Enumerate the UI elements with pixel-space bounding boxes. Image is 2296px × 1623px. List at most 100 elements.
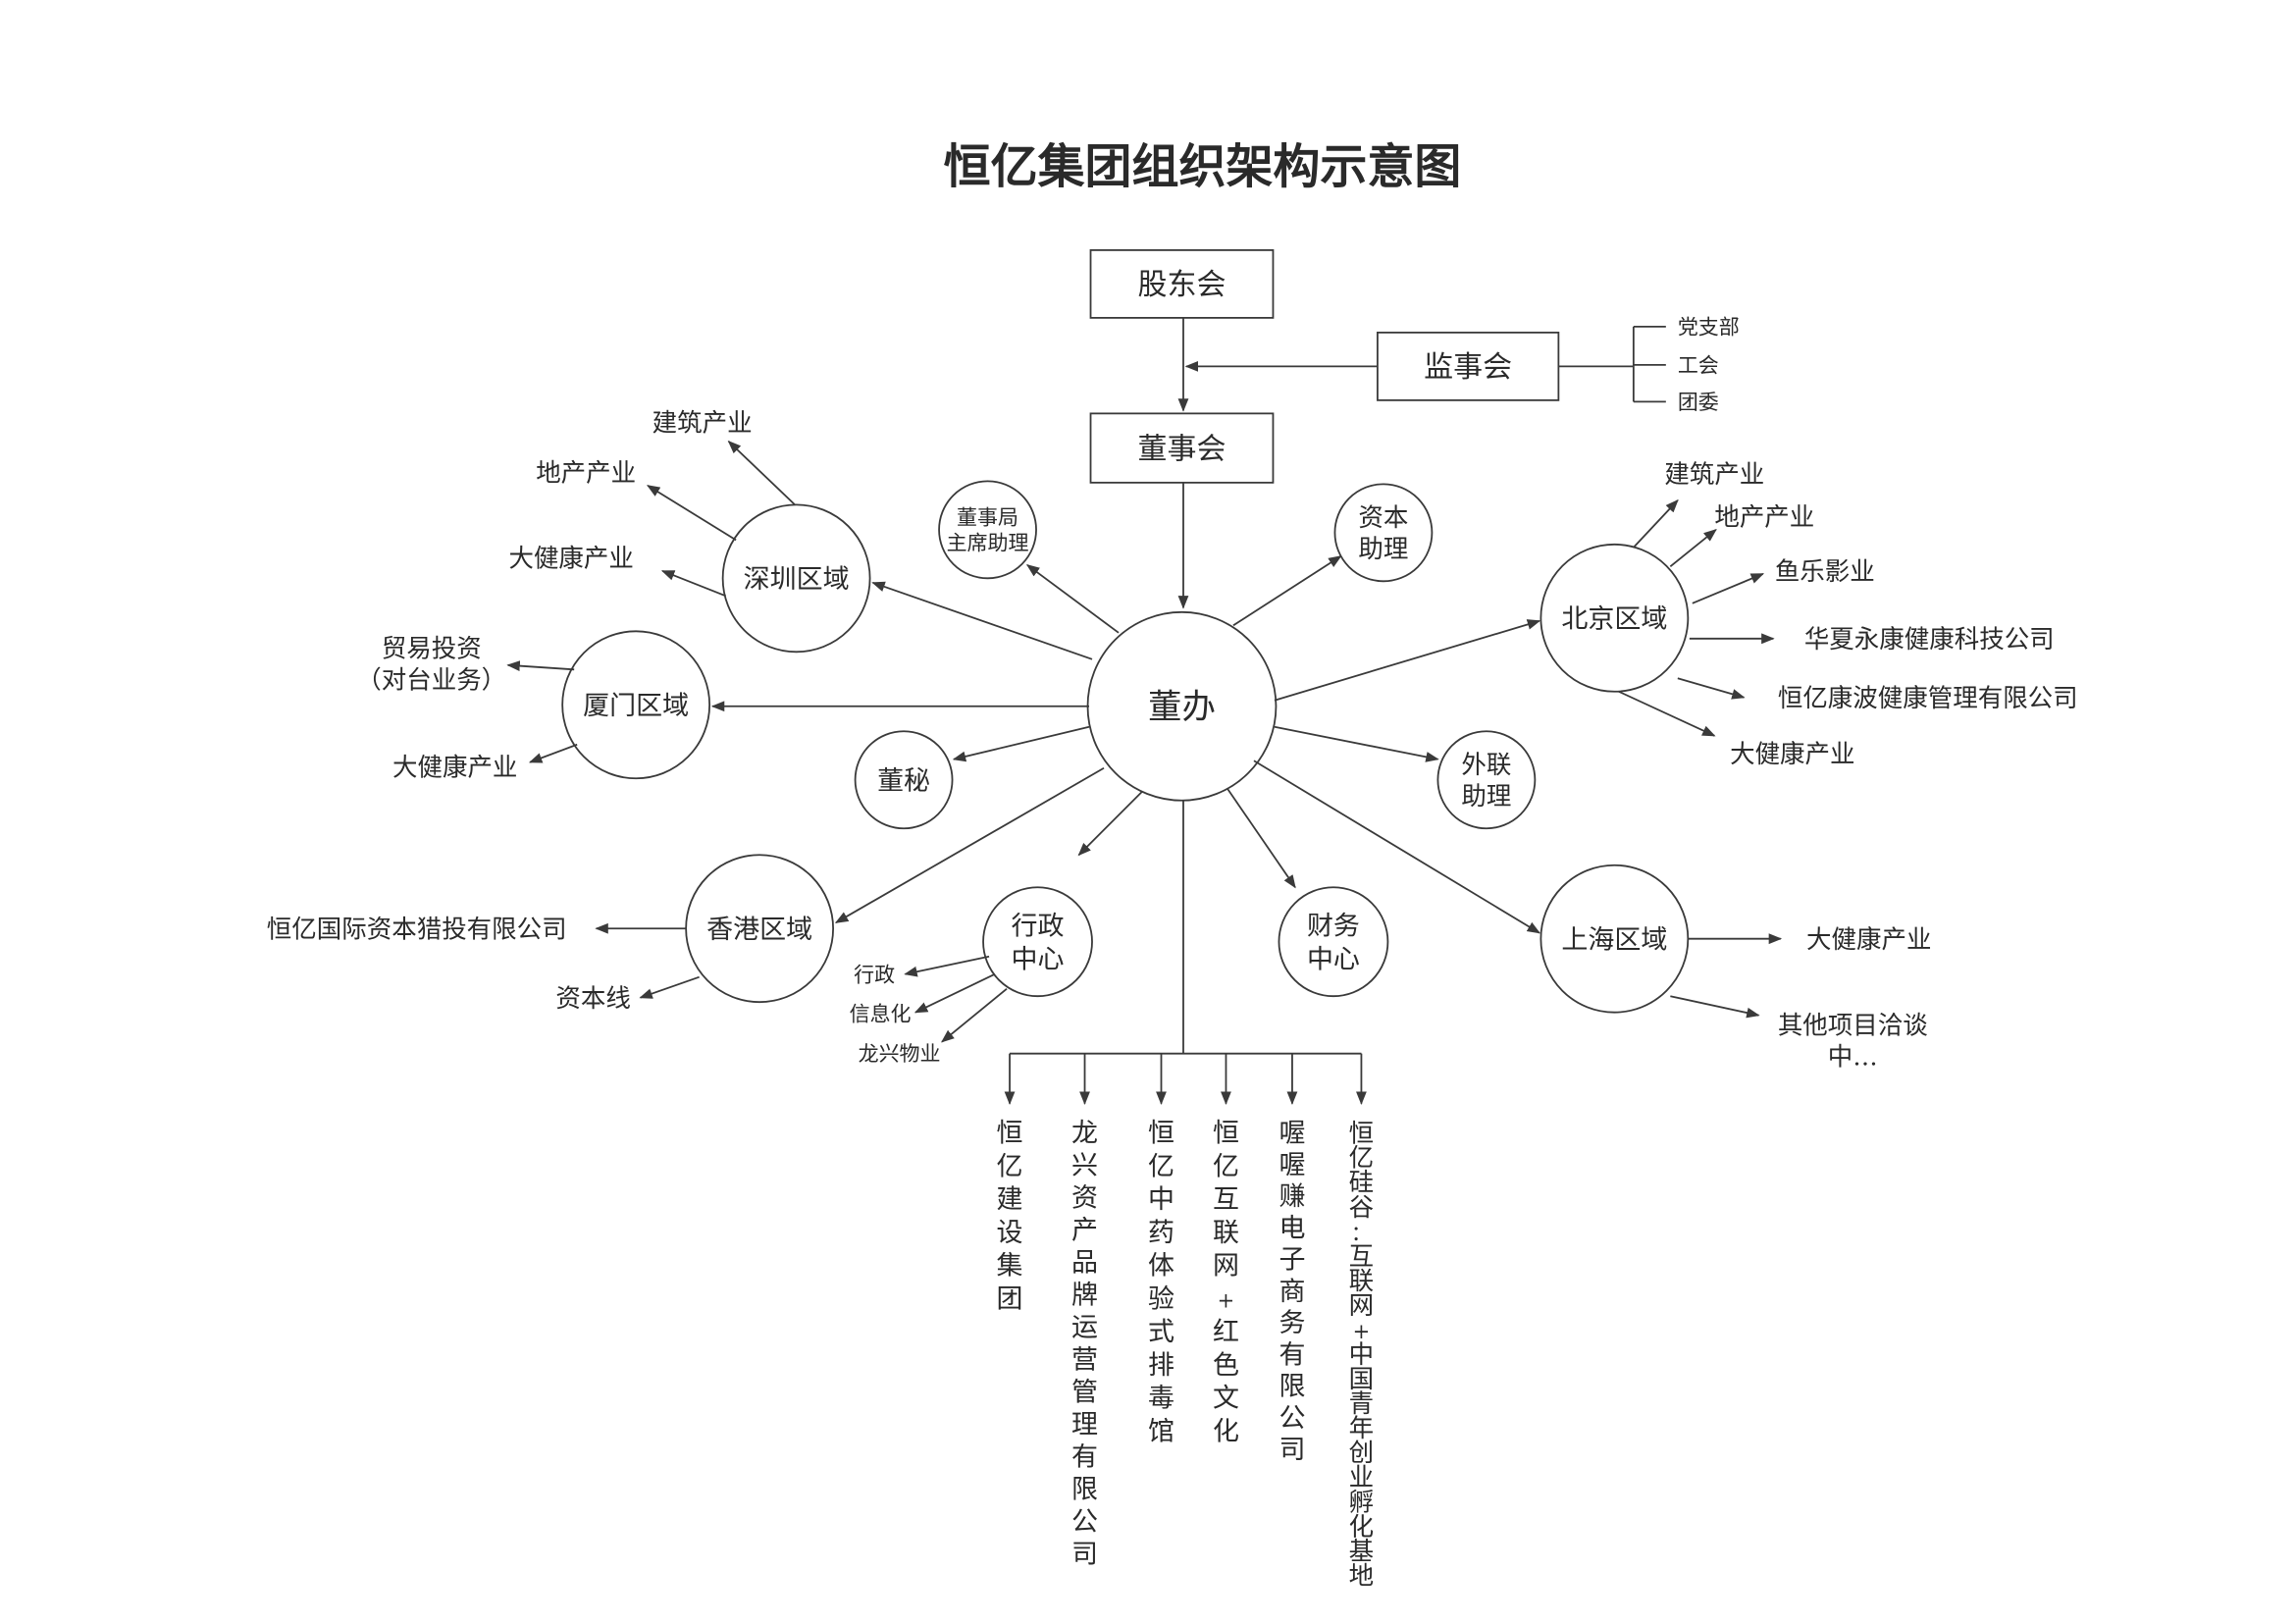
leaf-label-admin-center: 龙兴物业 [859, 1042, 941, 1066]
subsidiary-label: 中 [1148, 1184, 1174, 1215]
arrow-leaf [647, 485, 737, 542]
arrow-leaf [528, 743, 578, 763]
subsidiary-label: 中 [1349, 1340, 1374, 1370]
subsidiary-label: 子 [1278, 1245, 1305, 1276]
node-admin-center [982, 886, 1093, 998]
leaf-label-hongkong: 资本线 [555, 984, 630, 1014]
arrow-to-liaison-assistant [1274, 725, 1439, 762]
subsidiary-label: 互 [1213, 1184, 1239, 1215]
leaf-label-beijing: 恒亿康波健康管理有限公司 [1778, 684, 2078, 713]
chart-title: 恒亿集团组织架构示意图 [944, 139, 1462, 194]
subsidiary-label: 集 [997, 1251, 1023, 1282]
arrow-leaf [506, 660, 575, 671]
subsidiary-label: 商 [1278, 1277, 1305, 1307]
node-label-chairman-assistant: 董事局 [957, 505, 1018, 529]
subsidiary-label: 联 [1349, 1267, 1374, 1296]
subsidiary-label: 团 [997, 1283, 1023, 1314]
supervisor-branch: 工会 [1678, 353, 1719, 377]
node-label-liaison-assistant: 外联 [1461, 751, 1511, 780]
arrow-leaf [639, 975, 700, 999]
subsidiary-label: 龙 [1071, 1119, 1098, 1149]
leaf-label-xiamen: 大健康产业 [392, 753, 517, 782]
subsidiary-label: 亿 [1213, 1151, 1239, 1181]
leaf-label-admin-center: 信息化 [850, 1003, 912, 1026]
arrow-leaf [1618, 690, 1716, 737]
subsidiary-label: 建 [997, 1184, 1023, 1215]
leaf-label-shenzhen: 建筑产业 [652, 409, 753, 439]
node-label-finance-center: 中心 [1307, 944, 1360, 974]
node-label-capital-assistant: 助理 [1358, 535, 1408, 564]
subsidiary-label: + [1353, 1320, 1371, 1343]
box-label-board: 董事会 [1138, 432, 1226, 466]
leaf-label-beijing: 地产产业 [1714, 503, 1814, 533]
leaf-label-xiamen: （对台业务） [356, 665, 506, 695]
box-supervisors [1377, 331, 1560, 401]
subsidiary-label: 理 [1071, 1410, 1098, 1440]
arrow-to-shenzhen [871, 581, 1093, 660]
supervisor-branch: 党支部 [1678, 315, 1740, 339]
subsidiary-label: 运 [1071, 1313, 1098, 1343]
subsidiary-label: 化 [1213, 1416, 1239, 1446]
leaf-label-shenzhen: 地产产业 [536, 459, 636, 489]
arrow-to-shanghai [1253, 759, 1541, 934]
arrow-leaf [1669, 528, 1717, 568]
subsidiary-label: 化 [1349, 1512, 1374, 1542]
subsidiary-label: + [1218, 1288, 1235, 1312]
node-finance-center [1278, 886, 1389, 998]
arrow-leaf [913, 972, 996, 1014]
subsidiary-label: 毒 [1148, 1384, 1174, 1414]
subsidiary-label: 电 [1278, 1213, 1305, 1243]
arrow-to-admin-center [1077, 791, 1143, 857]
center-label: 董办 [1148, 688, 1216, 727]
node-secretary [854, 730, 954, 830]
leaf-label-shanghai: 中… [1828, 1042, 1878, 1072]
subsidiary-label: 恒 [1213, 1119, 1239, 1149]
subsidiary-label: 公 [1071, 1507, 1098, 1538]
subsidiary-label: 色 [1213, 1350, 1239, 1381]
node-label-hongkong: 香港区域 [706, 915, 812, 945]
subsidiary-label: 馆 [1148, 1416, 1174, 1446]
subsidiary-label: 亿 [1349, 1144, 1374, 1174]
subsidiary-label: 青 [1349, 1389, 1374, 1419]
leaf-label-hongkong: 恒亿国际资本猎投有限公司 [267, 915, 567, 944]
subsidiary-label: 赚 [1278, 1181, 1305, 1212]
arrow-leaf [941, 987, 1008, 1043]
leaf-label-shanghai: 其他项目洽谈 [1778, 1011, 1928, 1040]
subsidiary-label: 兴 [1071, 1151, 1098, 1181]
leaf-label-beijing: 大健康产业 [1730, 740, 1854, 769]
subsidiary-label: 联 [1213, 1218, 1239, 1248]
leaf-label-xiamen: 贸易投资 [382, 635, 482, 664]
subsidiary-label: 设 [997, 1218, 1023, 1248]
node-chairman-assistant [938, 480, 1037, 580]
node-label-capital-assistant: 资本 [1358, 503, 1408, 533]
subsidiary-label: 网 [1349, 1291, 1374, 1321]
arrow-to-capital-assistant [1232, 555, 1342, 627]
arrow-leaf [904, 955, 990, 977]
arrow-leaf [1692, 572, 1765, 604]
subsidiary-label: 恒 [997, 1119, 1023, 1149]
node-liaison-assistant [1436, 730, 1537, 830]
subsidiary-label: 文 [1213, 1384, 1239, 1414]
supervisor-branch: 团委 [1678, 391, 1719, 414]
subsidiary-label: 式 [1148, 1317, 1174, 1347]
subsidiary-label: 司 [1071, 1540, 1098, 1570]
subsidiary-label: 互 [1349, 1242, 1374, 1272]
subsidiary-label: 司 [1278, 1435, 1305, 1465]
arrow-to-chairman-assistant [1025, 564, 1120, 634]
node-label-chairman-assistant: 主席助理 [947, 532, 1029, 555]
node-xiamen [561, 630, 711, 780]
subsidiary-label: 有 [1071, 1442, 1098, 1473]
subsidiary-label: 红 [1213, 1317, 1239, 1347]
subsidiary-label: 牌 [1071, 1281, 1098, 1311]
subsidiary-label: 验 [1148, 1283, 1174, 1314]
subsidiary-label: 资 [1071, 1183, 1098, 1214]
subsidiary-label: 亿 [1148, 1151, 1174, 1181]
node-label-admin-center: 行政 [1012, 912, 1065, 942]
subsidiary-label: 地 [1349, 1561, 1374, 1591]
subsidiary-label: 药 [1148, 1218, 1174, 1248]
subsidiary-label: 务 [1278, 1308, 1305, 1338]
subsidiary-label: 国 [1349, 1365, 1374, 1394]
leaf-label-beijing: 华夏永康健康科技公司 [1804, 625, 2055, 654]
subsidiary-label: 公 [1278, 1403, 1305, 1434]
